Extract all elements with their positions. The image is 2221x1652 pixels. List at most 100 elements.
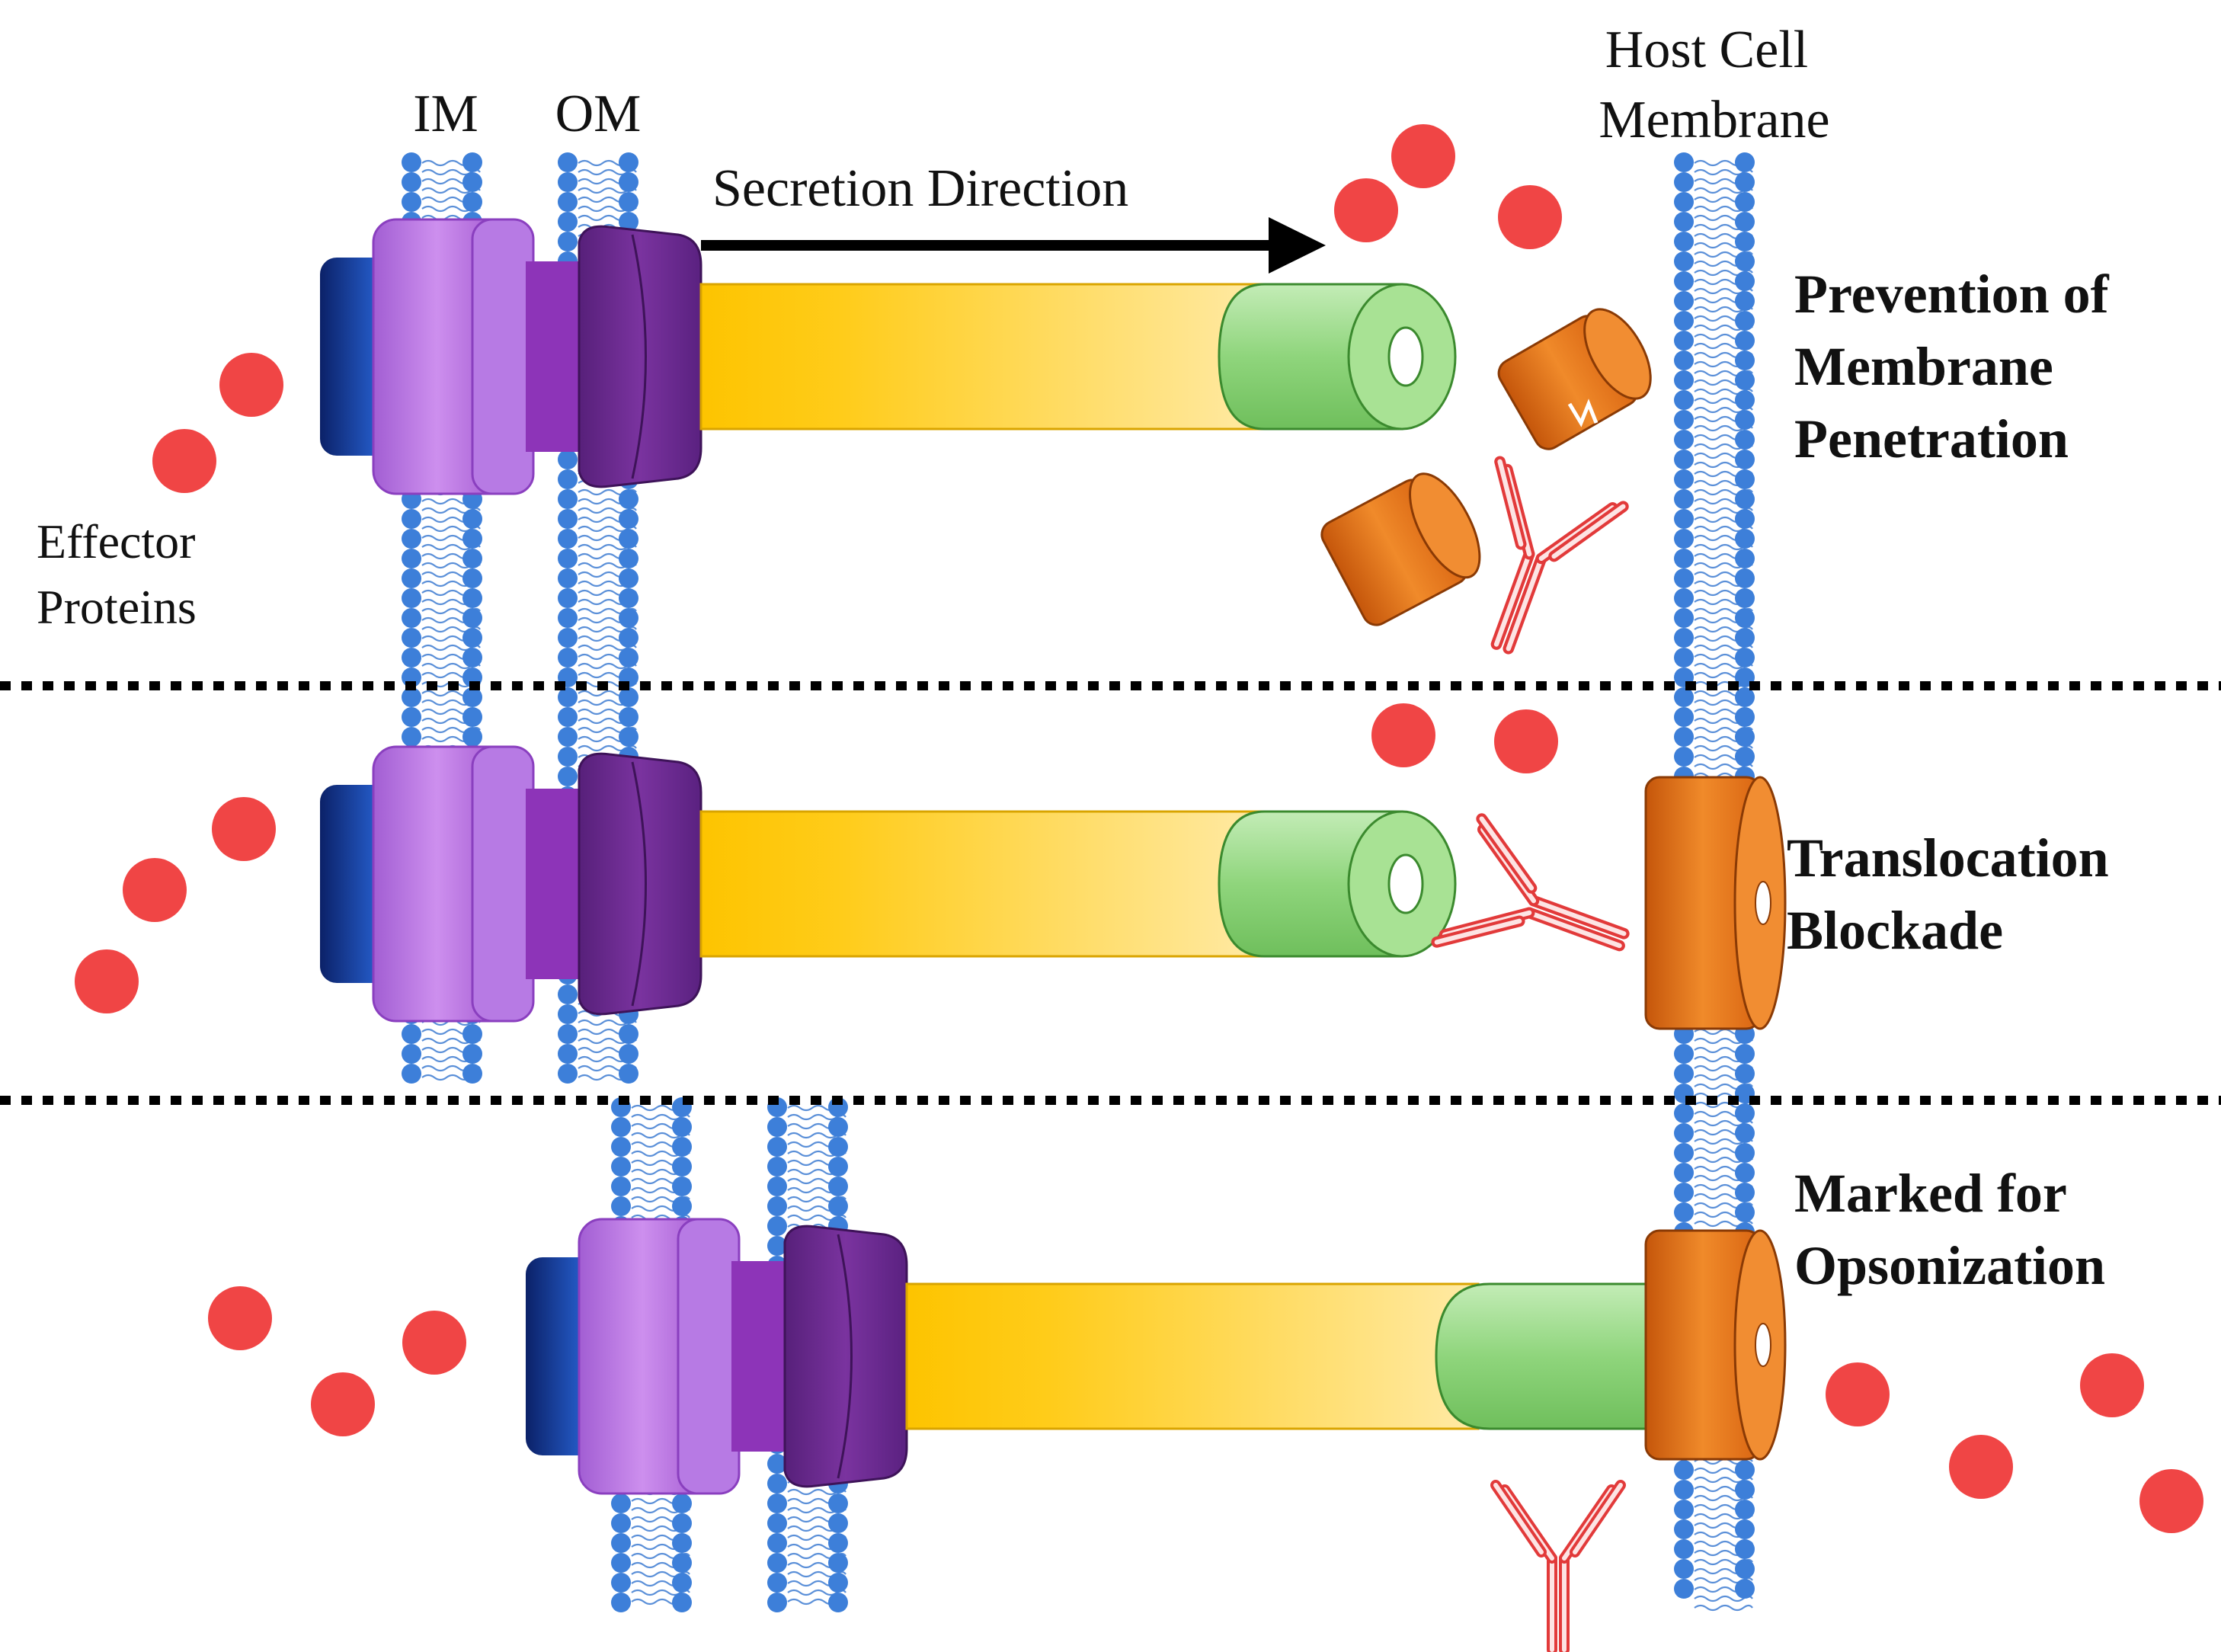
lipid-head: [1674, 687, 1694, 707]
antibody-row-2: [1431, 813, 1630, 952]
lipid-head: [462, 529, 482, 549]
lipid-head: [767, 1593, 787, 1612]
mechanism-1-line3: Penetration: [1794, 408, 2069, 469]
lipid-head: [1674, 410, 1694, 430]
lipid-head: [828, 1177, 848, 1196]
machine-row-2: [320, 745, 1457, 1023]
lipid-head: [1674, 192, 1694, 212]
lipid-head: [672, 1593, 692, 1612]
im-label: IM: [413, 85, 478, 143]
lipid-head: [1674, 1064, 1694, 1084]
lipid-head: [619, 727, 638, 747]
lipid-head: [558, 172, 578, 192]
lipid-head: [558, 1044, 578, 1064]
inserted-translocon-row-3: [1644, 1229, 1787, 1461]
host-cell-label-line2: Membrane: [1599, 91, 1829, 149]
lipid-head: [767, 1196, 787, 1216]
lipid-head: [1674, 469, 1694, 489]
lipid-head: [1674, 212, 1694, 232]
lipid-head: [558, 489, 578, 509]
lipid-head: [828, 1593, 848, 1612]
lipid-head: [767, 1573, 787, 1593]
lipid-head: [1735, 1202, 1755, 1222]
needle-tip-pore: [1387, 326, 1424, 387]
lipid-head: [402, 628, 421, 648]
lipid-head: [828, 1196, 848, 1216]
translocon-face: [1583, 308, 1652, 400]
lipid-head: [1674, 152, 1694, 172]
lipid-head: [828, 1137, 848, 1157]
lipid-head: [611, 1533, 631, 1553]
needle: [699, 810, 1266, 958]
lipid-head: [462, 192, 482, 212]
lipid-head: [1735, 212, 1755, 232]
lipid-head: [619, 212, 638, 232]
lipid-head: [1735, 450, 1755, 469]
lipid-head: [1735, 1183, 1755, 1202]
lipid-head: [402, 608, 421, 628]
lipid-head: [462, 608, 482, 628]
lipid-head: [1674, 430, 1694, 450]
lipid-head: [1735, 469, 1755, 489]
mechanism-1-line2: Membrane: [1794, 336, 2053, 397]
inner-membrane-ring-cap: [471, 745, 535, 1023]
lipid-head: [1674, 291, 1694, 311]
outer-membrane-ring-edge: [631, 761, 647, 1007]
lipid-head: [1674, 1500, 1694, 1519]
secretion-direction-arrow: [701, 217, 1326, 274]
lipid-head: [1735, 568, 1755, 588]
lipid-head: [1735, 1460, 1755, 1480]
lipid-head: [1674, 549, 1694, 568]
lipid-head: [1735, 608, 1755, 628]
lipid-head: [619, 1024, 638, 1044]
lipid-head: [1674, 1480, 1694, 1500]
lipid-head: [1735, 529, 1755, 549]
mechanism-2-line1: Translocation: [1787, 828, 2109, 888]
rod-connector: [526, 789, 587, 979]
lipid-head: [558, 232, 578, 251]
lipid-head: [1674, 1143, 1694, 1163]
lipid-head: [402, 568, 421, 588]
lipid-head: [1735, 1103, 1755, 1123]
antibody-chain: [1526, 910, 1622, 949]
lipid-head: [462, 172, 482, 192]
lipid-head: [558, 1024, 578, 1044]
lipid-head: [1735, 1123, 1755, 1143]
lipid-head: [1735, 727, 1755, 747]
effector-protein: [1826, 1362, 1890, 1426]
lipid-head: [611, 1494, 631, 1513]
translocon-pore: [1755, 1323, 1771, 1367]
detached-translocon-2: [1320, 472, 1481, 626]
lipid-head: [611, 1177, 631, 1196]
lipid-head: [767, 1494, 787, 1513]
lipid-head: [558, 747, 578, 767]
lipid-head: [672, 1137, 692, 1157]
lipid-head: [1735, 291, 1755, 311]
needle: [699, 283, 1266, 431]
lipid-head: [1674, 1559, 1694, 1579]
lipid-head: [462, 707, 482, 727]
lipid-head: [767, 1513, 787, 1533]
antibody-chain: [1493, 551, 1532, 647]
lipid-head: [1735, 1539, 1755, 1559]
lipid-head: [1735, 1480, 1755, 1500]
translocon-face: [1409, 472, 1481, 579]
lipid-head: [1735, 152, 1755, 172]
translocon-notch: [1567, 399, 1599, 427]
lipid-head: [558, 549, 578, 568]
antibody-row-3: [1490, 1480, 1626, 1652]
lipid-head: [672, 1157, 692, 1177]
lipid-head: [1735, 1519, 1755, 1539]
lipid-head: [767, 1553, 787, 1573]
lipid-head: [462, 549, 482, 568]
lipid-head: [672, 1533, 692, 1553]
lipid-head: [619, 489, 638, 509]
translocon-pore: [1755, 881, 1771, 925]
lipid-head: [558, 727, 578, 747]
lipid-head: [1674, 1579, 1694, 1599]
lipid-head: [767, 1236, 787, 1256]
effector-protein: [1498, 185, 1562, 249]
lipid-head: [462, 648, 482, 668]
detached-translocon-1: [1497, 308, 1652, 450]
lipid-head: [462, 509, 482, 529]
